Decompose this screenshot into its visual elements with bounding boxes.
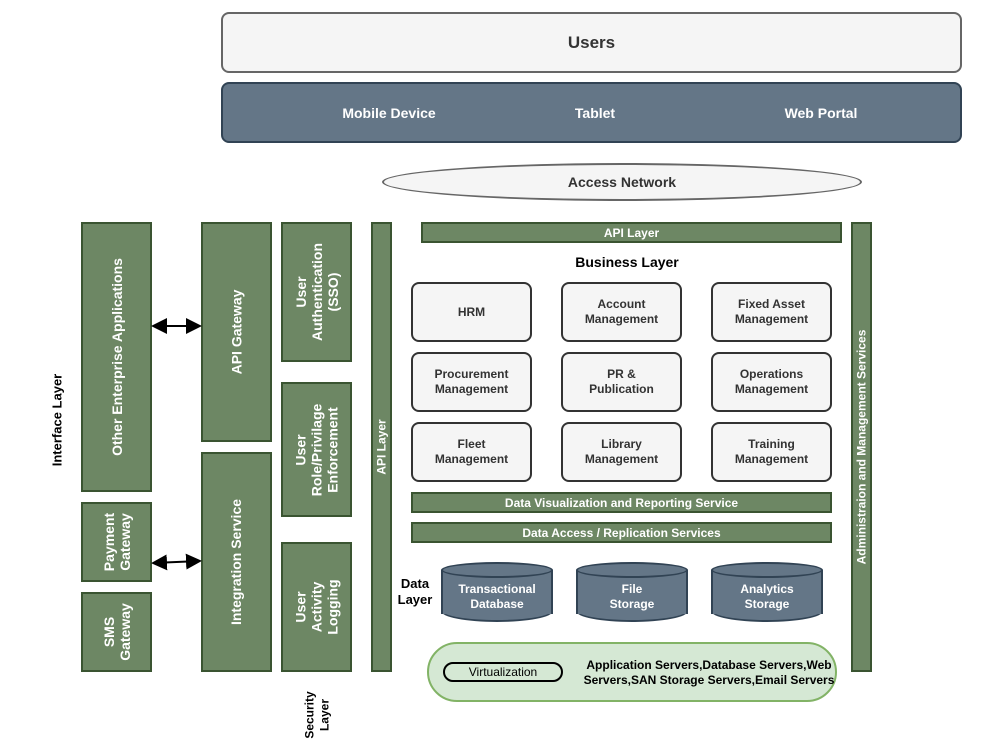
- module-operations-management: Operations Management: [711, 352, 832, 412]
- virtualization-servers: Application Servers,Database Servers,Web…: [583, 658, 835, 687]
- user-authentication: User Authentication (SSO): [281, 222, 352, 362]
- api-layer-top: API Layer: [421, 222, 842, 243]
- access-network: Access Network: [382, 163, 862, 201]
- device-web-portal: Web Portal: [784, 105, 858, 121]
- business-layer-title: Business Layer: [575, 254, 679, 270]
- analytics-storage-label: Analytics Storage: [740, 582, 794, 611]
- module-account-management: Account Management: [561, 282, 682, 342]
- module-fleet-management: Fleet Management: [411, 422, 532, 482]
- module-fixed-asset-management: Fixed Asset Management: [711, 282, 832, 342]
- virtualization-container: Virtualization Application Servers,Datab…: [427, 642, 837, 702]
- api-gateway: API Gateway: [201, 222, 272, 442]
- integration-service: Integration Service: [201, 452, 272, 672]
- data-access-service: Data Access / Replication Services: [411, 522, 832, 543]
- sms-gateway: SMS Gateway: [81, 592, 152, 672]
- file-storage-icon: File Storage: [576, 562, 688, 622]
- api-layer-vertical: API Layer: [371, 222, 392, 672]
- device-mobile: Mobile Device: [342, 105, 436, 121]
- transactional-database-icon: Transactional Database: [441, 562, 553, 622]
- module-procurement-management: Procurement Management: [411, 352, 532, 412]
- module-pr-publication: PR & Publication: [561, 352, 682, 412]
- other-enterprise-apps: Other Enterprise Applications: [81, 222, 152, 492]
- module-library-management: Library Management: [561, 422, 682, 482]
- admin-management-services: Administraion and Management Services: [851, 222, 872, 672]
- device-tablet: Tablet: [574, 105, 616, 121]
- analytics-storage-icon: Analytics Storage: [711, 562, 823, 622]
- virtualization-label: Virtualization: [443, 662, 563, 682]
- devices-bar: Mobile Device Tablet Web Portal: [221, 82, 962, 143]
- data-visualization-service: Data Visualization and Reporting Service: [411, 492, 832, 513]
- users-box: Users: [221, 12, 962, 73]
- module-hrm: HRM: [411, 282, 532, 342]
- file-storage-label: File Storage: [609, 582, 655, 611]
- module-training-management: Training Management: [711, 422, 832, 482]
- payment-gateway: Payment Gateway: [81, 502, 152, 582]
- user-role-privilege: User Role/Privilage Enforcement: [281, 382, 352, 517]
- arrow-payment-integration: [151, 553, 202, 571]
- transactional-database-label: Transactional Database: [458, 582, 536, 611]
- data-layer-label: Data Layer: [397, 576, 433, 607]
- user-activity-logging: User Activity Logging: [281, 542, 352, 672]
